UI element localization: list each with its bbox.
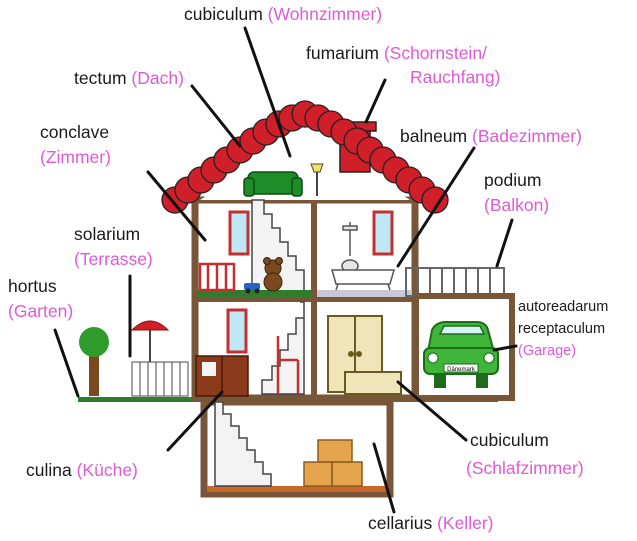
lamp-icon [310,163,324,196]
label-tectum: tectum (Dach) [74,68,184,89]
toy-car-icon [244,283,260,294]
label-cubiculum-bottom: cubiculum [470,430,549,451]
car-icon: Dänemark [423,321,499,388]
label-german: Rauchfang) [410,67,501,87]
leader-cubiculum-top [243,26,292,158]
leader-balneum [396,146,476,268]
label-cubiculum-bottom-line2: (Schlafzimmer) [466,458,584,479]
sofa-icon [243,171,303,197]
label-solarium-line2: (Terrasse) [74,249,153,270]
label-german: (Wohnzimmer) [267,4,383,24]
label-latin: culina [26,460,72,480]
label-german: (Balkon) [484,195,550,215]
label-german: (Garten) [8,301,74,321]
car-plate: Dänemark [447,367,476,373]
kitchen-cabinet-icon [195,355,249,397]
label-latin: autoreadarum [518,299,609,315]
leader-cubiculum-bottom [396,380,468,442]
label-conclave: conclave [40,122,109,143]
tree-icon [79,327,109,396]
window-icon [226,210,394,354]
label-latin: cubiculum [470,430,549,450]
label-hortus-line2: (Garten) [8,301,73,322]
label-conclave-line2: (Zimmer) [40,147,111,168]
leader-tectum [190,84,242,148]
label-autoreadarum-line3: (Garage) [518,342,576,360]
leader-lines [53,26,518,514]
label-german: (Schlafzimmer) [466,458,584,478]
bed-icon [344,371,402,395]
label-german: (Küche) [76,460,138,480]
leader-hortus [53,328,80,398]
label-autoreadarum-line2: receptaculum [518,320,605,338]
label-latin: balneum [400,126,468,146]
ceiling-fan-icon [341,222,359,273]
label-podium-line2: (Balkon) [484,195,549,216]
label-latin: hortus [8,276,57,296]
label-german: (Dach) [131,68,184,88]
label-german: (Schornstein/ [383,43,487,63]
basement-staircase [214,401,272,487]
leader-culina [166,390,224,452]
parasol-icon [130,320,170,362]
teddy-bear-icon [263,257,283,292]
roof-icon [161,100,449,214]
leader-autoreadarum [492,344,518,352]
bathtub-icon [331,269,395,291]
label-latin: solarium [74,224,141,244]
staircase-lower-icon [261,301,305,395]
crib-icon [198,262,236,292]
label-german: (Garage) [518,343,577,359]
leader-conclave [146,170,207,242]
solarium-floor [198,290,311,297]
label-podium: podium [484,170,541,191]
label-fumarium: fumarium (Schornstein/ [306,43,487,64]
garden-fence-icon [131,361,189,397]
label-german: (Terrasse) [74,249,153,269]
label-latin: fumarium [306,43,379,63]
balneum-floor [317,290,412,297]
label-german: (Zimmer) [40,147,111,167]
label-german: (Keller) [437,513,494,533]
chair-icon [276,336,300,394]
label-latin: tectum [74,68,127,88]
label-latin: receptaculum [518,321,606,337]
label-cubiculum-top: cubiculum (Wohnzimmer) [184,4,382,25]
staircase-icon [251,199,305,297]
label-german: (Badezimmer) [472,126,582,146]
label-latin: podium [484,170,542,190]
label-solarium: solarium [74,224,140,245]
label-autoreadarum: autoreadarum [518,298,608,316]
label-cellarius: cellarius (Keller) [368,513,493,534]
label-hortus: hortus [8,276,57,297]
balcony-railing-icon [405,267,505,297]
label-latin: cubiculum [184,4,263,24]
leader-cellarius [372,442,396,514]
label-fumarium-line2: Rauchfang) [410,67,500,88]
label-latin: cellarius [368,513,433,533]
boxes-icon [303,439,363,487]
leader-podium [495,218,514,268]
label-balneum: balneum (Badezimmer) [400,126,582,147]
label-latin: conclave [40,122,110,142]
leader-fumarium [364,78,387,124]
label-culina: culina (Küche) [26,460,138,481]
